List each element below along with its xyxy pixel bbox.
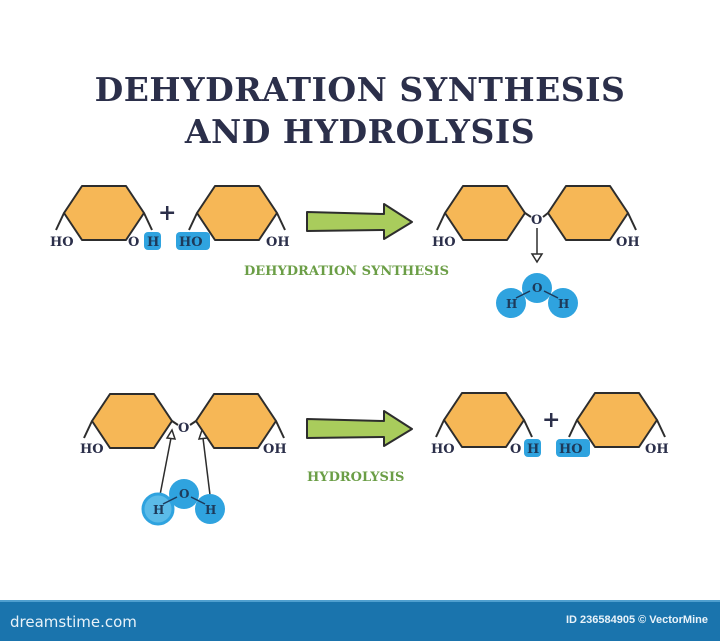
bridge-o-label: O (178, 421, 189, 436)
water-h1: H (153, 503, 164, 517)
hydrolysis-reactant: O HO OH (80, 393, 287, 496)
hydrolysis-arrow (306, 410, 413, 447)
water-o: O (532, 281, 542, 295)
hydrolysis-label: HYDROLYSIS (307, 470, 404, 485)
h-highlight (144, 232, 161, 250)
oh-label: OH (616, 235, 640, 250)
bridge-o-label: O (531, 213, 542, 228)
dehydration-arrow (306, 203, 413, 240)
hydrolysis-product-1: HO O H (431, 392, 541, 457)
ho-highlight (556, 439, 590, 457)
water-o: O (179, 487, 189, 501)
water-h2: H (205, 503, 216, 517)
ho-label: HO (179, 235, 203, 250)
ho-highlight (176, 232, 210, 250)
dehydration-reactant-2: HO OH (176, 185, 290, 250)
footer-bar: dreamstime.com ID 236584905 © VectorMine (0, 600, 720, 641)
o-label: O (510, 442, 521, 457)
plus-sign: + (542, 407, 560, 433)
h-label: H (527, 442, 539, 457)
diagram-canvas: HO O H + HO OH DEHYDRATION SYNTHESIS O H… (50, 185, 669, 526)
hydrolysis-product-2: HO OH (556, 392, 669, 457)
h-highlight (524, 439, 541, 457)
image-credit: ID 236584905 © VectorMine (565, 614, 708, 626)
ho-label: HO (432, 235, 456, 250)
plus-sign: + (158, 200, 176, 226)
dehydration-reactant-1: HO O H (50, 185, 161, 250)
title-line-2: AND HYDROLYSIS (184, 112, 536, 151)
title-line-1: DEHYDRATION SYNTHESIS (94, 70, 626, 109)
arrowhead-icon (530, 253, 544, 264)
h-label: H (147, 235, 159, 250)
water-molecule-product: O H H (496, 273, 578, 318)
arrowhead-icon (165, 428, 177, 440)
oh-label: OH (263, 442, 287, 457)
ho-label: HO (431, 442, 455, 457)
water-h1: H (506, 297, 517, 311)
dehydration-label: DEHYDRATION SYNTHESIS (244, 264, 449, 279)
water-molecule-reactant: O H H (141, 479, 225, 526)
ho-label: HO (50, 235, 74, 250)
o-label: O (128, 235, 139, 250)
oh-label: OH (266, 235, 290, 250)
brand-logo[interactable]: dreamstime.com (10, 613, 137, 631)
arrowhead-icon (197, 428, 209, 440)
ho-label: HO (559, 442, 583, 457)
ho-label: HO (80, 442, 104, 457)
dehydration-product: O HO OH (432, 185, 640, 264)
oh-label: OH (645, 442, 669, 457)
water-h2: H (558, 297, 569, 311)
